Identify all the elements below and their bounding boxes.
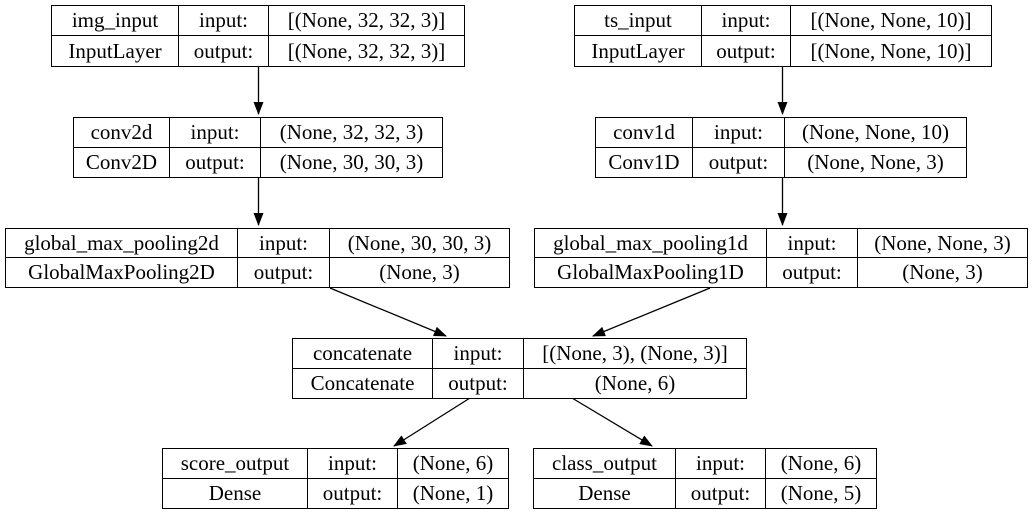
layer-name: concatenate bbox=[293, 339, 433, 369]
input-shape: (None, 6) bbox=[766, 449, 876, 479]
layer-name: global_max_pooling2d bbox=[6, 229, 238, 258]
layer-name: conv2d bbox=[74, 118, 170, 148]
input-label: input: bbox=[433, 339, 524, 369]
output-label: output: bbox=[238, 258, 330, 287]
layer-name: ts_input bbox=[575, 6, 702, 36]
input-shape: (None, 32, 32, 3) bbox=[261, 118, 442, 148]
output-label: output: bbox=[179, 36, 269, 66]
output-label: output: bbox=[767, 258, 858, 287]
node-conv1d: conv1d input: (None, None, 10) Conv1D ou… bbox=[595, 117, 967, 178]
output-shape: (None, None, 3) bbox=[807, 149, 944, 174]
edge-concatenate-to-class_output bbox=[571, 397, 653, 447]
output-shape: (None, 6) bbox=[594, 370, 676, 395]
input-label: input: bbox=[238, 229, 330, 258]
input-shape: [(None, 32, 32, 3)] bbox=[269, 6, 464, 36]
layer-name: score_output bbox=[163, 449, 308, 479]
input-shape: (None, 30, 30, 3) bbox=[330, 229, 509, 258]
input-label: input: bbox=[676, 449, 766, 479]
output-shape: [(None, 32, 32, 3)] bbox=[287, 38, 446, 63]
input-label: input: bbox=[179, 6, 269, 36]
node-global_max_pooling2d: global_max_pooling2d input: (None, 30, 3… bbox=[5, 228, 510, 288]
input-shape: (None, None, 10) bbox=[785, 118, 966, 148]
node-concatenate: concatenate input: [(None, 3), (None, 3)… bbox=[292, 338, 747, 399]
layer-type: Dense bbox=[534, 478, 676, 508]
output-shape: (None, 30, 30, 3) bbox=[279, 149, 424, 174]
edge-global_max_pooling2d-to-concatenate bbox=[329, 287, 447, 337]
layer-name: class_output bbox=[534, 449, 676, 479]
edge-global_max_pooling1d-to-concatenate bbox=[592, 287, 711, 337]
input-shape: (None, 6) bbox=[398, 449, 508, 479]
layer-type: InputLayer bbox=[52, 36, 179, 66]
node-conv2d: conv2d input: (None, 32, 32, 3) Conv2D o… bbox=[73, 117, 443, 178]
output-shape: (None, 3) bbox=[379, 260, 460, 284]
layer-type: Conv1D bbox=[596, 147, 693, 177]
output-shape: (None, 3) bbox=[902, 260, 983, 284]
layer-type: Conv2D bbox=[74, 147, 170, 177]
input-label: input: bbox=[308, 449, 398, 479]
layer-type: GlobalMaxPooling2D bbox=[6, 258, 238, 287]
layer-name: conv1d bbox=[596, 118, 693, 148]
input-label: input: bbox=[767, 229, 858, 258]
layer-type: Concatenate bbox=[293, 368, 433, 398]
output-label: output: bbox=[676, 478, 766, 508]
input-shape: (None, None, 3) bbox=[858, 229, 1027, 258]
output-label: output: bbox=[693, 147, 785, 177]
layer-name: img_input bbox=[52, 6, 179, 36]
edge-concatenate-to-score_output bbox=[393, 397, 471, 447]
input-label: input: bbox=[693, 118, 785, 148]
input-label: input: bbox=[170, 118, 261, 148]
layer-type: GlobalMaxPooling1D bbox=[535, 258, 767, 287]
layer-type: InputLayer bbox=[575, 36, 702, 66]
output-label: output: bbox=[702, 36, 791, 66]
output-label: output: bbox=[308, 478, 398, 508]
node-class_output: class_output input: (None, 6) Dense outp… bbox=[533, 448, 877, 509]
output-shape: (None, 1) bbox=[412, 480, 494, 505]
output-label: output: bbox=[433, 368, 524, 398]
output-label: output: bbox=[170, 147, 261, 177]
output-shape: (None, 5) bbox=[780, 480, 862, 505]
node-global_max_pooling1d: global_max_pooling1d input: (None, None,… bbox=[534, 228, 1028, 288]
node-ts_input: ts_input input: [(None, None, 10)] Input… bbox=[574, 5, 992, 67]
layer-name: global_max_pooling1d bbox=[535, 229, 767, 258]
output-shape: [(None, None, 10)] bbox=[810, 38, 972, 63]
node-img_input: img_input input: [(None, 32, 32, 3)] Inp… bbox=[51, 5, 465, 67]
node-score_output: score_output input: (None, 6) Dense outp… bbox=[162, 448, 509, 509]
input-shape: [(None, 3), (None, 3)] bbox=[524, 339, 746, 369]
layer-type: Dense bbox=[163, 478, 308, 508]
input-shape: [(None, None, 10)] bbox=[791, 6, 991, 36]
input-label: input: bbox=[702, 6, 791, 36]
